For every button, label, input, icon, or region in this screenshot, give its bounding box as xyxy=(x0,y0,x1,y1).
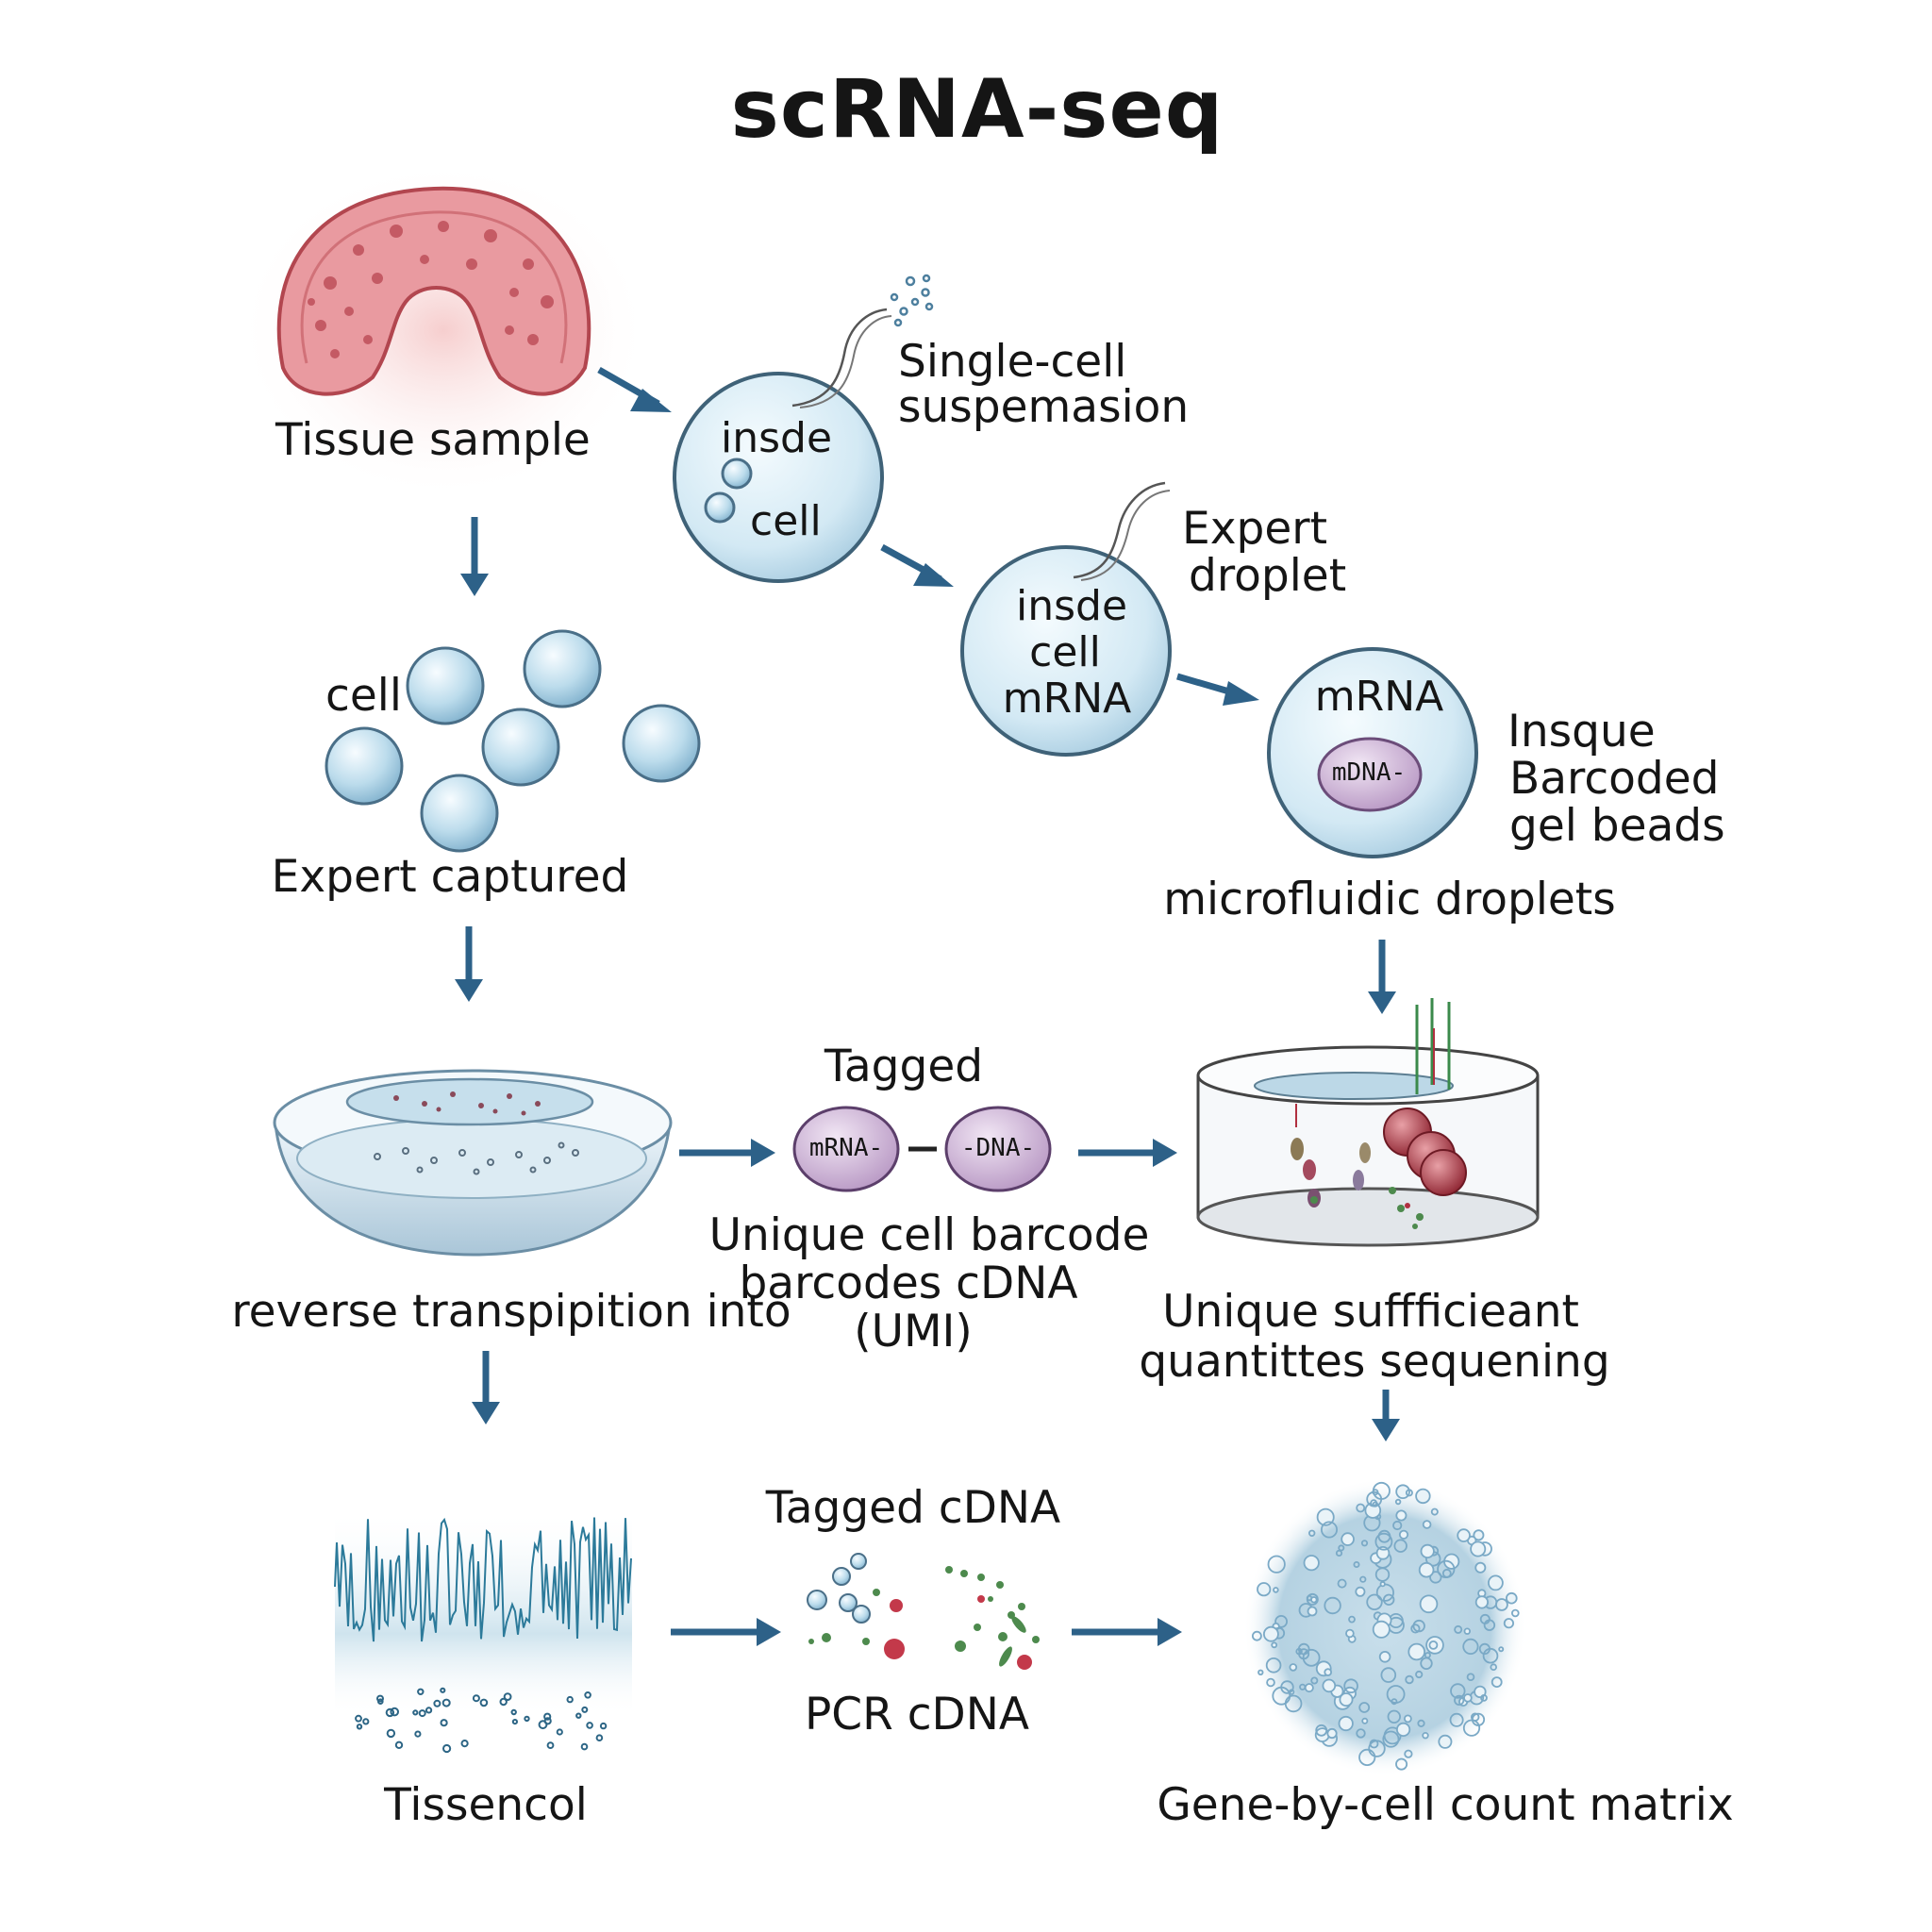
captured-cells xyxy=(325,629,701,853)
label-insque-line1: Insque xyxy=(1507,706,1656,758)
label-unique-line1: Unique cell barcode xyxy=(708,1209,1150,1261)
label-cell3-bead: mDNA- xyxy=(1331,758,1407,787)
label-tissue-sample: Tissue sample xyxy=(275,414,591,466)
label-insque-line2: Barcoded xyxy=(1509,753,1720,805)
label-insque-line3: gel beads xyxy=(1509,800,1725,852)
label-expert-droplet-line2: droplet xyxy=(1189,550,1347,602)
label-unique-line3: (UMI) xyxy=(854,1306,973,1357)
label-expert-captured: Expert captured xyxy=(271,851,629,903)
label-cell1-inside: insde xyxy=(720,414,833,462)
label-microfluidic-droplets: microfluidic droplets xyxy=(1163,874,1616,925)
sequencing-chamber xyxy=(1196,998,1540,1247)
label-tissencol: Tissencol xyxy=(384,1779,588,1831)
tissue-sample-illustration xyxy=(236,160,651,500)
barcoded-bead-cell-illustration xyxy=(1267,647,1478,858)
label-single-cell-line1: Single-cell xyxy=(898,336,1127,388)
label-unique-line2: barcodes cDNA xyxy=(739,1257,1078,1309)
label-cell2-line3: mRNA xyxy=(1002,675,1132,723)
label-sufficient-line2: quantittes sequening xyxy=(1139,1336,1610,1388)
label-single-cell-line2: suspemasion xyxy=(898,381,1190,433)
label-tagged: Tagged xyxy=(824,1041,984,1092)
label-reverse-transcription: reverse transpipition into xyxy=(231,1286,791,1338)
pcr-amplified-cdna xyxy=(807,1553,1040,1670)
label-cell: cell xyxy=(325,670,402,722)
label-cell2-line1: insde xyxy=(1015,582,1128,630)
label-bead-mrna: mRNA- xyxy=(808,1134,884,1162)
droplet-cell-illustration xyxy=(960,481,1172,757)
label-sufficient-line1: Unique suffficieant xyxy=(1162,1286,1579,1338)
reverse-transcription-dish xyxy=(273,1069,673,1257)
label-tagged-cdna: Tagged cDNA xyxy=(765,1482,1061,1534)
diagram-title: scRNA-seq xyxy=(730,62,1224,157)
label-pcr-cdna: PCR cDNA xyxy=(804,1689,1030,1740)
signal-trace xyxy=(334,1509,632,1754)
tagged-bead-pair xyxy=(792,1106,1052,1192)
label-bead-dna: -DNA- xyxy=(960,1134,1036,1162)
label-cell3-mrna: mRNA xyxy=(1314,673,1444,721)
label-gene-by-cell-matrix: Gene-by-cell count matrix xyxy=(1157,1779,1734,1831)
label-cell2-line2: cell xyxy=(1029,628,1101,676)
label-cell1-cell: cell xyxy=(750,497,822,545)
label-expert-droplet-line1: Expert xyxy=(1182,503,1328,555)
count-matrix-illustration xyxy=(1243,1478,1526,1776)
single-cell-illustration xyxy=(673,274,934,583)
arrow-heads xyxy=(455,389,1400,1646)
